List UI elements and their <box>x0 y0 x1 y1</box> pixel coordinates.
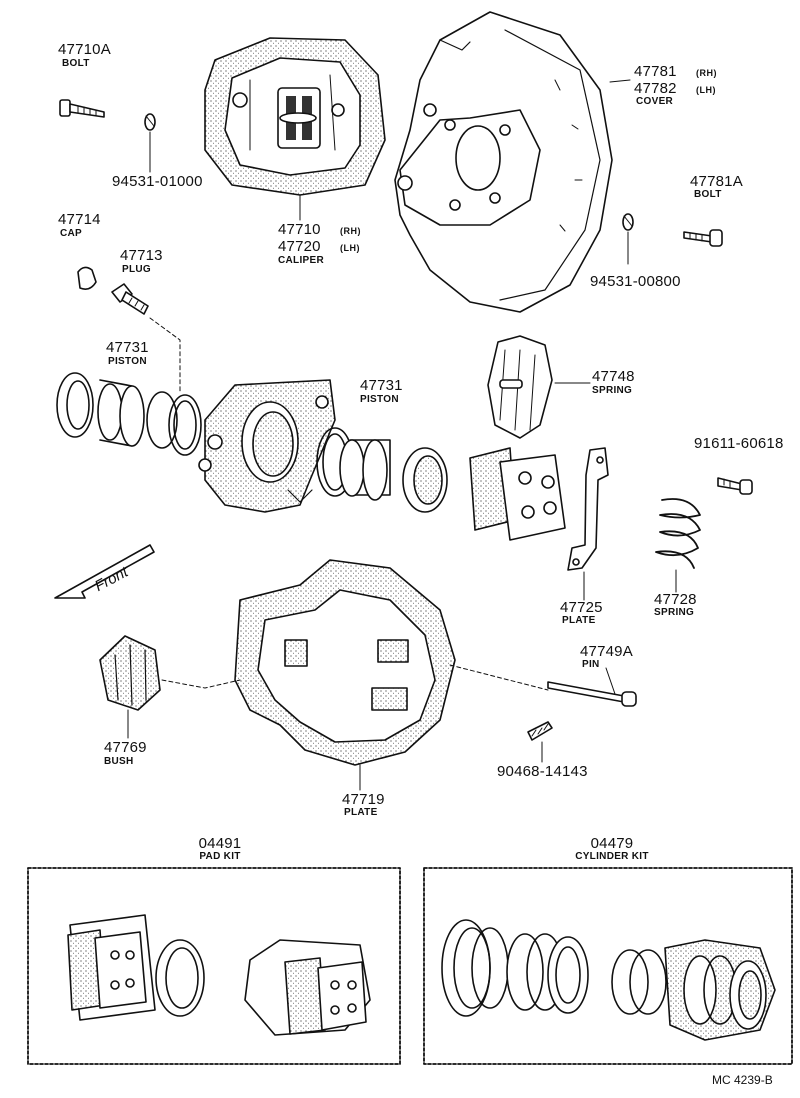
cover-lh-part-number: 47782 <box>634 80 677 97</box>
bush-47769-part <box>99 635 241 739</box>
plug-part-number: 47713 <box>120 247 163 264</box>
cover-lh-side: (LH) <box>696 85 716 95</box>
pin-part-number: 47749A <box>580 643 633 660</box>
plug-name: PLUG <box>122 264 151 275</box>
bush-name: BUSH <box>104 756 134 767</box>
clip-90468-14143-part <box>527 721 553 763</box>
pad-kit-part-number: 04491 <box>198 835 242 852</box>
cylinder-kit-box <box>423 867 793 1065</box>
diagram-reference-code: MC 4239-B <box>712 1073 773 1087</box>
pad-kit-name: PAD KIT <box>199 851 241 862</box>
cylinder-kit-name: CYLINDER KIT <box>575 851 649 862</box>
spring-47748-part-number: 47748 <box>592 368 635 385</box>
washer-94531-01000-part <box>144 113 156 173</box>
plug-47713-part <box>111 283 181 393</box>
bolt-91611-part-number: 91611-60618 <box>694 435 784 452</box>
plate-47725-part <box>567 447 609 601</box>
plate-47725-part-number: 47725 <box>560 599 603 616</box>
caliper-name: CALIPER <box>278 255 324 266</box>
cylinder-kit-part-number: 04479 <box>590 835 634 852</box>
cover-rh-side: (RH) <box>696 68 717 78</box>
bolt-47710a-part-number: 47710A <box>58 41 111 58</box>
spring-47728-name: SPRING <box>654 607 695 618</box>
piston-right-part <box>316 427 448 513</box>
caliper-rh-part-number: 47710 <box>278 221 321 238</box>
piston-left-part-number: 47731 <box>106 339 149 356</box>
caliper-lh-side: (LH) <box>340 243 360 253</box>
mounting-plate-47719-part <box>234 559 549 791</box>
piston-left-name: PISTON <box>108 356 147 367</box>
caliper-47710-part <box>204 37 386 221</box>
anti-squeal-spring-47748-part <box>487 335 591 439</box>
washer-94531-01000-part-number: 94531-01000 <box>112 173 203 190</box>
washer-94531-00800-part-number: 94531-00800 <box>590 273 681 290</box>
washer-94531-00800-part <box>622 213 634 265</box>
caliper-cylinder-body-part <box>198 379 336 513</box>
bolt-47781a-name: BOLT <box>694 189 722 200</box>
clip-90468-part-number: 90468-14143 <box>497 763 588 780</box>
piston-right-name: PISTON <box>360 394 399 405</box>
bush-part-number: 47769 <box>104 739 147 756</box>
cap-part-number: 47714 <box>58 211 101 228</box>
spring-47748-name: SPRING <box>592 385 633 396</box>
bolt-91611-part <box>717 477 753 495</box>
pad-kit-box <box>27 867 401 1065</box>
front-direction-arrow <box>54 544 155 599</box>
bolt-47781a-part <box>683 229 723 247</box>
dust-cover-47781-part <box>394 11 631 313</box>
cap-name: CAP <box>60 228 83 239</box>
plate-47725-name: PLATE <box>562 615 596 626</box>
pin-name: PIN <box>582 659 600 670</box>
caliper-rh-side: (RH) <box>340 226 361 236</box>
piston-seal-left-part <box>56 372 202 456</box>
cap-47714-part <box>77 266 97 290</box>
piston-right-part-number: 47731 <box>360 377 403 394</box>
bolt-47781a-part-number: 47781A <box>690 173 743 190</box>
brake-pads-part <box>469 447 566 541</box>
plate-47719-name: PLATE <box>344 807 378 818</box>
cover-name: COVER <box>636 96 674 107</box>
spring-47728-part <box>655 498 701 593</box>
bolt-47710a-part <box>59 99 105 118</box>
caliper-lh-part-number: 47720 <box>278 238 321 255</box>
guide-pin-47749a-part <box>547 667 637 707</box>
spring-47728-part-number: 47728 <box>654 591 697 608</box>
bolt-47710a-name: BOLT <box>62 58 90 69</box>
plate-47719-part-number: 47719 <box>342 791 385 808</box>
cover-rh-part-number: 47781 <box>634 63 677 80</box>
